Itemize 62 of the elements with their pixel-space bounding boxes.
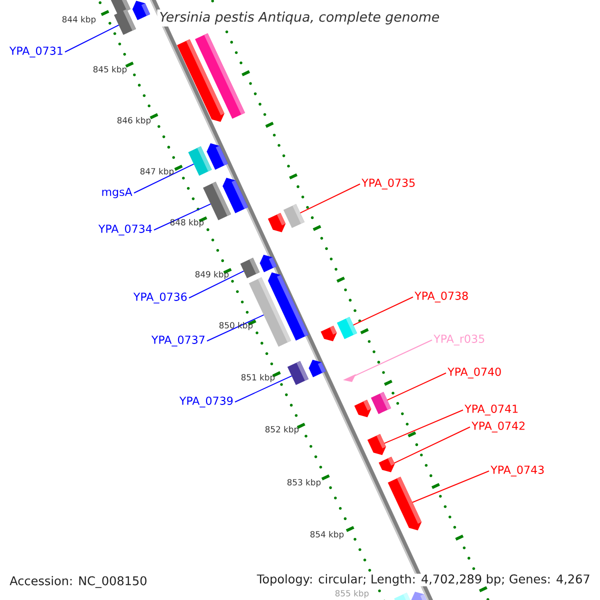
gene-block [336,316,358,340]
gene-label: YPA_0734 [98,224,152,236]
leader-line [64,24,120,52]
leader-line [394,426,470,464]
gene-label: YPA_0731 [9,46,62,58]
rna-mark [343,374,356,382]
leader-line [188,270,244,298]
gene-block [308,360,326,378]
gene-label: YPA_0742 [472,422,524,432]
leader-line [353,340,432,377]
scale-label: 855 kbp [335,590,369,598]
leader-line [154,203,212,230]
scale-label: 851 kbp [241,374,275,382]
gene-block [268,272,309,341]
gene-block [283,204,305,228]
leader-line [206,314,264,342]
gene-block [354,400,372,418]
title: Yersinia pestis Antiqua, complete genome [157,10,442,26]
gene-block [388,476,422,530]
gene-block [411,592,428,600]
gene-block [367,434,386,456]
scale-label: 846 kbp [117,116,151,126]
leader-line [134,164,194,194]
footer-text: Topology: circular; Length: 4,702,289 bp; Genes: 4,267 [256,574,591,586]
gene-block [132,0,150,20]
gene-label: YPA_0743 [490,466,544,476]
scale-label: 849 kbp [195,270,229,280]
gene-block [268,212,286,232]
gene-label: YPA_0737 [151,336,204,346]
gene-block [222,178,248,214]
gene-block [206,143,228,170]
gene-block [240,258,260,278]
gene-label: mgsA [102,188,132,198]
leader-line [300,184,360,214]
scale-label: 844 kbp [62,16,96,24]
gene-block [378,456,395,472]
gene-label: YPA_r035 [434,334,484,346]
leader-line [412,470,490,503]
gene-block [394,592,412,600]
scale-label: 852 kbp [265,426,299,434]
scale-label: 854 kbp [310,530,344,540]
gene-block [114,9,136,35]
gene-label: YPA_0735 [362,178,415,190]
scale-label: 847 kbp [140,168,174,176]
gene-label: YPA_0739 [179,396,233,408]
leader-line [386,372,446,401]
gene-block [195,33,245,119]
gene-block [370,392,392,414]
leader-line [234,375,292,402]
gene-block [287,361,309,385]
scale-label: 848 kbp [170,218,204,228]
leader-line [352,296,414,326]
scale-label: 853 kbp [287,478,321,488]
footer-text: Accession: NC_008150 [8,574,149,590]
gene-label: YPA_0738 [414,292,468,302]
gene-label: YPA_0740 [448,368,501,378]
gene-label: YPA_0736 [133,292,187,304]
scale-label: 845 kbp [93,66,127,74]
leader-line [384,410,464,444]
gene-block [320,326,337,342]
gene-label: YPA_0741 [464,404,518,416]
gene-block [260,254,277,272]
